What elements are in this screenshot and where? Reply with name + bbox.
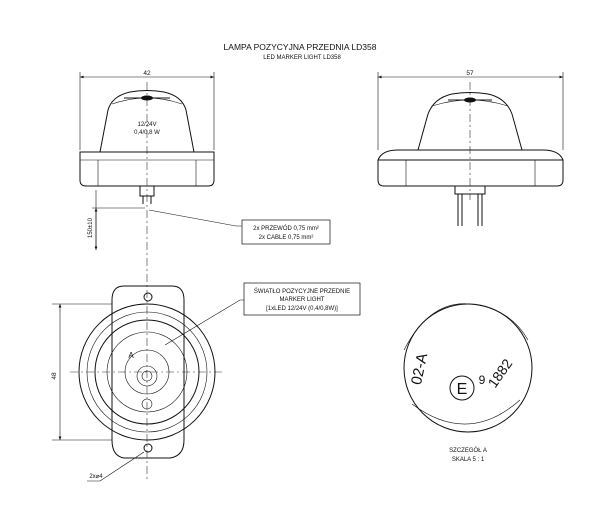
front-view: 42 12/24V 0,4/0,8 W 150±10	[79, 70, 242, 480]
dim-cable-length: 150±10	[88, 217, 94, 238]
approval-code: 1882	[484, 356, 515, 391]
light-note-line1: ŚWIATŁO POZYCYJNE PRZEDNIE	[254, 287, 350, 295]
cable-note: 2x PRZEWÓD 0,75 mm² 2x CABLE 0,75 mm²	[241, 219, 331, 245]
dim-holes: 2x⌀4	[89, 474, 103, 480]
approval-mark: E	[457, 381, 468, 398]
cable-note-line1: 2x PRZEWÓD 0,75 mm²	[253, 225, 319, 232]
light-note-line3: [1xLED 12/24V (0,4/0,8W)]	[266, 306, 338, 312]
drawing-subtitle: LED MARKER LIGHT LD358	[263, 55, 341, 61]
top-view-detail-mark: A	[128, 351, 134, 360]
detail-caption-line2: SKALA 5 : 1	[452, 457, 485, 463]
light-note-line2: MARKER LIGHT	[279, 297, 324, 303]
body-power-label: 0,4/0,8 W	[134, 130, 160, 136]
dim-height: 48	[51, 372, 58, 380]
detail-a: 02-A E 9 1882 SZCZEGÓŁ A SKALA 5 : 1	[403, 303, 533, 463]
drawing-title: LAMPA POZYCYJNA PRZEDNIA LD358	[224, 42, 377, 52]
detail-code: 02-A	[408, 352, 431, 387]
dim-front-width: 42	[143, 70, 151, 77]
body-voltage-label: 12/24V	[137, 122, 156, 128]
detail-caption-line1: SZCZEGÓŁ A	[449, 447, 487, 454]
approval-number: 9	[479, 373, 486, 387]
side-view: 57	[377, 70, 564, 226]
dim-side-width: 57	[466, 70, 474, 77]
cable-note-line2: 2x CABLE 0,75 mm²	[259, 235, 314, 241]
light-note: ŚWIATŁO POZYCYJNE PRZEDNIE MARKER LIGHT …	[243, 282, 361, 316]
top-view: A 48 2x⌀4	[51, 285, 244, 482]
